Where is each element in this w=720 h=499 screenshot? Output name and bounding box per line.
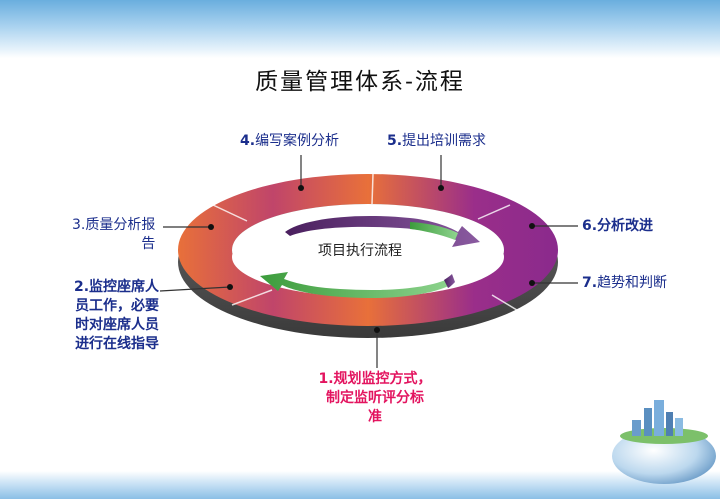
step-6-label: 6.分析改进 (582, 218, 654, 234)
step-1-label: 1.规划监控方式， 制定监听评分标 准 (318, 371, 432, 425)
step-4-label: 4.编写案例分析 (240, 133, 340, 149)
ring-dividers (212, 173, 531, 319)
arrow-bottom-dark-icon (444, 274, 455, 288)
callouts (159, 155, 578, 368)
arrow-top-green-icon (410, 222, 458, 240)
cycle-arrows (260, 215, 480, 299)
step-2-label: 2.监控座席人 员工作，必要 时对座席人员 进行在线指导 (74, 279, 160, 352)
step-5-label: 5.提出培训需求 (387, 133, 487, 149)
footer-gradient-band (0, 471, 720, 499)
arrow-bottom-icon (260, 272, 455, 299)
page-title: 质量管理体系-流程 (255, 69, 465, 95)
arrow-top-icon (285, 215, 480, 247)
header-gradient-band (0, 0, 720, 58)
callout-dots (208, 185, 535, 333)
center-label: 项目执行流程 (318, 243, 402, 259)
globe-city-icon (612, 400, 716, 484)
step-7-label: 7.趋势和判断 (582, 275, 668, 291)
step-3-label: 3.质量分析报 告 (72, 217, 156, 252)
